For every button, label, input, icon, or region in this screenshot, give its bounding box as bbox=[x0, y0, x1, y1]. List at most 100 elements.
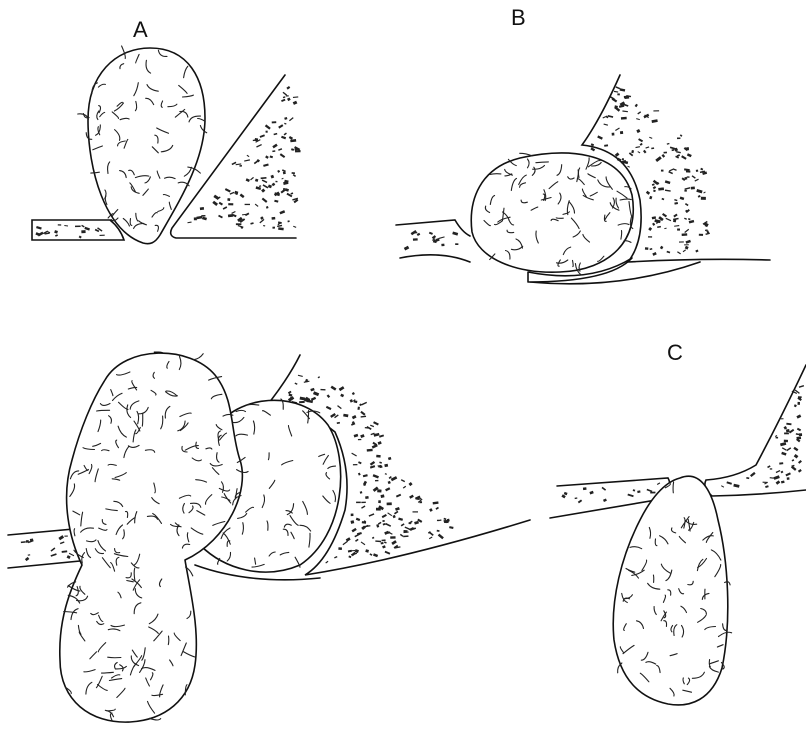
tissue-speck bbox=[699, 234, 703, 236]
tissue-speck bbox=[51, 547, 56, 551]
tissue-speck bbox=[429, 537, 433, 540]
tissue-speck bbox=[385, 473, 387, 475]
tissue-speck bbox=[353, 464, 358, 465]
tissue-speck bbox=[79, 236, 82, 239]
tissue-speck bbox=[277, 170, 280, 173]
tissue-speck bbox=[376, 455, 381, 458]
tissue-speck bbox=[395, 507, 400, 511]
tissue-speck bbox=[770, 477, 774, 479]
tissue-speck bbox=[664, 152, 668, 154]
tissue-speck bbox=[622, 158, 624, 160]
tissue-speck bbox=[429, 508, 433, 512]
tissue-speck bbox=[266, 206, 269, 209]
tissue-speck bbox=[665, 180, 671, 184]
tissue-speck bbox=[784, 433, 789, 435]
tissue-speck bbox=[409, 482, 413, 486]
tissue-speck bbox=[228, 203, 233, 205]
tissue-speck bbox=[311, 397, 316, 401]
tissue-speck bbox=[64, 535, 67, 536]
tissue-speck bbox=[277, 225, 282, 227]
tissue-speck bbox=[365, 496, 369, 499]
tissue-speck bbox=[337, 405, 342, 409]
tissue-speck bbox=[786, 447, 791, 451]
tissue-speck bbox=[270, 156, 273, 159]
panel-b-left-wall bbox=[396, 220, 470, 262]
panel-a-mass bbox=[88, 48, 205, 244]
tissue-speck bbox=[695, 250, 698, 253]
tissue-speck bbox=[796, 436, 801, 439]
panel-c-right-wall bbox=[705, 365, 806, 496]
tissue-speck bbox=[378, 500, 381, 503]
tissue-speck bbox=[343, 414, 348, 418]
tissue-speck bbox=[293, 101, 298, 105]
tissue-speck bbox=[401, 479, 405, 482]
tissue-speck bbox=[688, 218, 691, 220]
tissue-speck bbox=[373, 421, 379, 425]
tissue-speck bbox=[239, 165, 242, 167]
tissue-speck bbox=[338, 547, 342, 550]
tissue-speck bbox=[62, 550, 68, 553]
tissue-speck bbox=[602, 487, 607, 491]
tissue-speck bbox=[202, 217, 207, 221]
tissue-speck bbox=[213, 195, 219, 200]
tissue-speck bbox=[673, 214, 677, 218]
tissue-speck bbox=[794, 404, 797, 407]
tissue-speck bbox=[636, 118, 640, 120]
tissue-speck bbox=[608, 115, 614, 118]
tissue-speck bbox=[58, 224, 61, 225]
tissue-speck bbox=[622, 110, 628, 112]
tissue-speck bbox=[325, 561, 328, 564]
tissue-speck bbox=[291, 192, 294, 194]
tissue-speck bbox=[636, 129, 640, 133]
tissue-speck bbox=[637, 490, 640, 493]
tissue-speck bbox=[387, 512, 392, 516]
tissue-speck bbox=[664, 228, 666, 230]
tissue-speck bbox=[785, 472, 791, 476]
tissue-speck bbox=[652, 252, 656, 256]
tissue-speck bbox=[631, 150, 634, 153]
tissue-speck bbox=[673, 168, 677, 171]
tissue-speck bbox=[75, 226, 81, 228]
tissue-speck bbox=[677, 137, 680, 139]
tissue-speck bbox=[394, 511, 398, 515]
tissue-speck bbox=[360, 491, 363, 494]
tissue-speck bbox=[271, 175, 275, 179]
tissue-speck bbox=[287, 220, 289, 222]
tissue-speck bbox=[236, 163, 242, 165]
tissue-speck bbox=[775, 435, 777, 437]
tissue-speck bbox=[784, 440, 788, 443]
tissue-speck bbox=[789, 429, 794, 434]
tissue-speck bbox=[346, 537, 351, 541]
tissue-speck bbox=[696, 189, 702, 193]
tissue-speck bbox=[798, 469, 802, 473]
tissue-speck bbox=[681, 155, 687, 159]
tissue-speck bbox=[721, 485, 724, 487]
tissue-speck bbox=[289, 136, 293, 140]
tissue-speck bbox=[355, 549, 359, 553]
tissue-speck bbox=[361, 542, 366, 546]
tissue-speck bbox=[281, 99, 285, 102]
tissue-speck bbox=[285, 188, 289, 192]
tissue-speck bbox=[385, 487, 390, 491]
tissue-speck bbox=[662, 154, 666, 158]
tissue-speck bbox=[680, 197, 685, 201]
tissue-speck bbox=[358, 473, 361, 476]
tissue-speck bbox=[793, 447, 798, 452]
tissue-speck bbox=[225, 188, 231, 192]
tissue-speck bbox=[60, 541, 65, 544]
tissue-speck bbox=[293, 174, 296, 177]
tissue-speck bbox=[284, 123, 286, 125]
squiggle-mark bbox=[78, 114, 89, 119]
tissue-speck bbox=[246, 178, 250, 182]
tissue-speck bbox=[367, 449, 373, 452]
tissue-speck bbox=[376, 524, 379, 528]
tissue-speck bbox=[449, 526, 453, 529]
tissue-speck bbox=[67, 555, 71, 559]
tissue-speck bbox=[650, 248, 653, 250]
tissue-speck bbox=[261, 188, 265, 192]
tissue-speck bbox=[351, 453, 357, 457]
tissue-speck bbox=[799, 385, 804, 388]
squiggle-mark bbox=[194, 354, 204, 360]
tissue-speck bbox=[637, 151, 640, 153]
tissue-speck bbox=[686, 240, 691, 244]
